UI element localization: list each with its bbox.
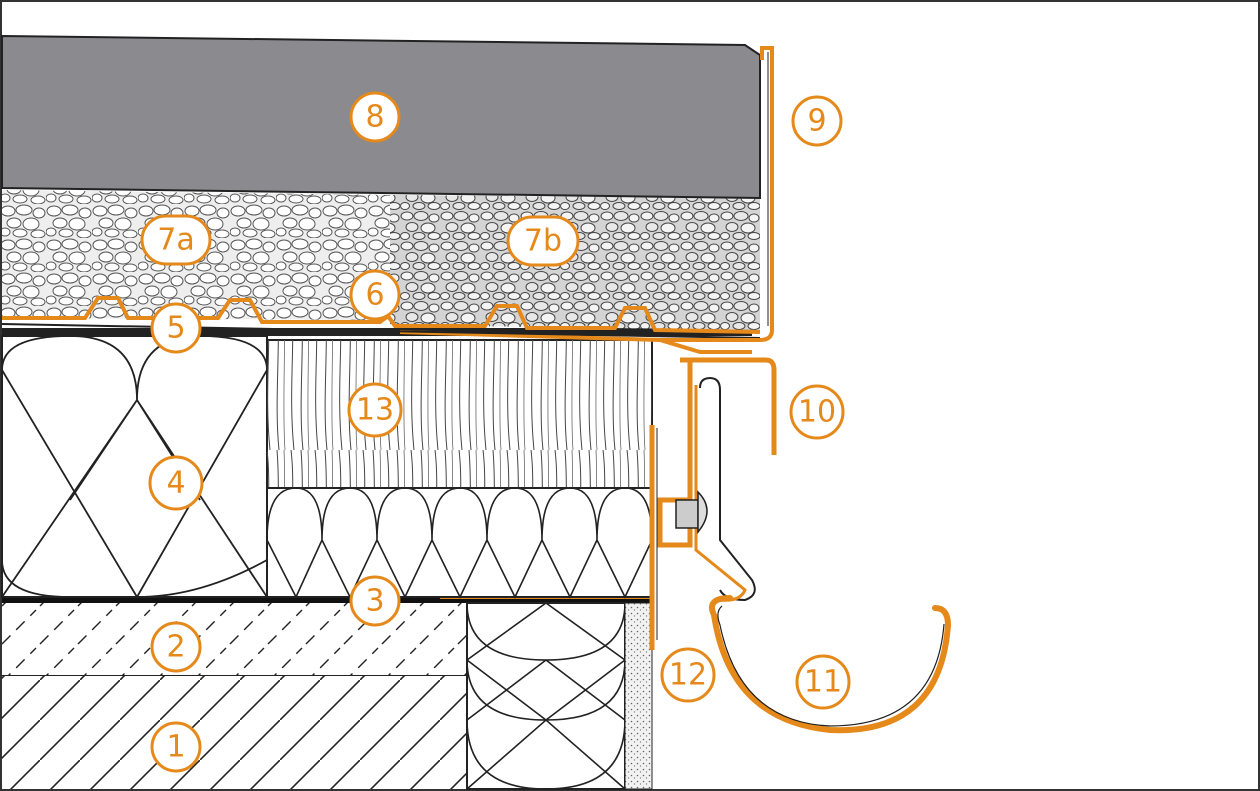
- callout-11: 11: [795, 654, 851, 710]
- callout-8-label: 8: [365, 100, 384, 135]
- gutter-11-outline: [717, 605, 945, 727]
- callout-13: 13: [347, 382, 403, 438]
- callout-2-label: 2: [166, 630, 185, 665]
- callout-10: 10: [789, 384, 845, 440]
- wall-insulation-pattern: [466, 602, 626, 790]
- callout-2: 2: [150, 621, 202, 673]
- layer-7b-gravel: [390, 195, 760, 330]
- callout-11-label: 11: [804, 665, 842, 700]
- callout-3: 3: [349, 575, 401, 627]
- timber-insulation-pattern: [266, 487, 653, 599]
- callout-3-label: 3: [365, 584, 384, 619]
- bracket-10: [680, 357, 777, 455]
- drip-flashing: [399, 330, 752, 354]
- callout-8: 8: [349, 91, 401, 143]
- roof-membrane: [2, 328, 752, 336]
- callout-7a-label: 7a: [157, 223, 194, 258]
- callout-9-label: 9: [807, 104, 826, 139]
- callout-13-label: 13: [356, 393, 394, 428]
- bracket-10-drop: [657, 362, 693, 548]
- callout-4: 4: [148, 455, 204, 511]
- callout-12: 12: [660, 647, 716, 703]
- callout-4-label: 4: [166, 466, 185, 501]
- callout-9: 9: [791, 95, 843, 147]
- callout-10-label: 10: [798, 395, 836, 430]
- gutter-11: [709, 595, 952, 734]
- fixing-screw-washer: [675, 499, 699, 529]
- callout-5-label: 5: [166, 311, 185, 346]
- layer-13-grain: [267, 340, 652, 488]
- callout-6-label: 6: [365, 278, 384, 313]
- callout-1-label: 1: [166, 730, 185, 765]
- callout-5: 5: [150, 302, 202, 354]
- callout-7a: 7a: [140, 214, 212, 266]
- callout-6: 6: [349, 269, 401, 321]
- timber-insulation: [266, 487, 653, 598]
- render-layer: [624, 602, 653, 790]
- callout-12-label: 12: [669, 658, 707, 693]
- layer-5-line: [1, 323, 761, 339]
- fixing-screw-head: [697, 490, 708, 535]
- layer-2-hatch: [2, 603, 467, 675]
- callout-7b-label: 7b: [524, 224, 562, 259]
- callout-7b: 7b: [506, 215, 580, 267]
- callout-1: 1: [150, 721, 202, 773]
- wall-insulation: [466, 602, 626, 790]
- layer-1-hatch: [2, 675, 467, 789]
- layer-3-vapour-barrier: [2, 597, 652, 603]
- edge-trim-9: [660, 46, 774, 342]
